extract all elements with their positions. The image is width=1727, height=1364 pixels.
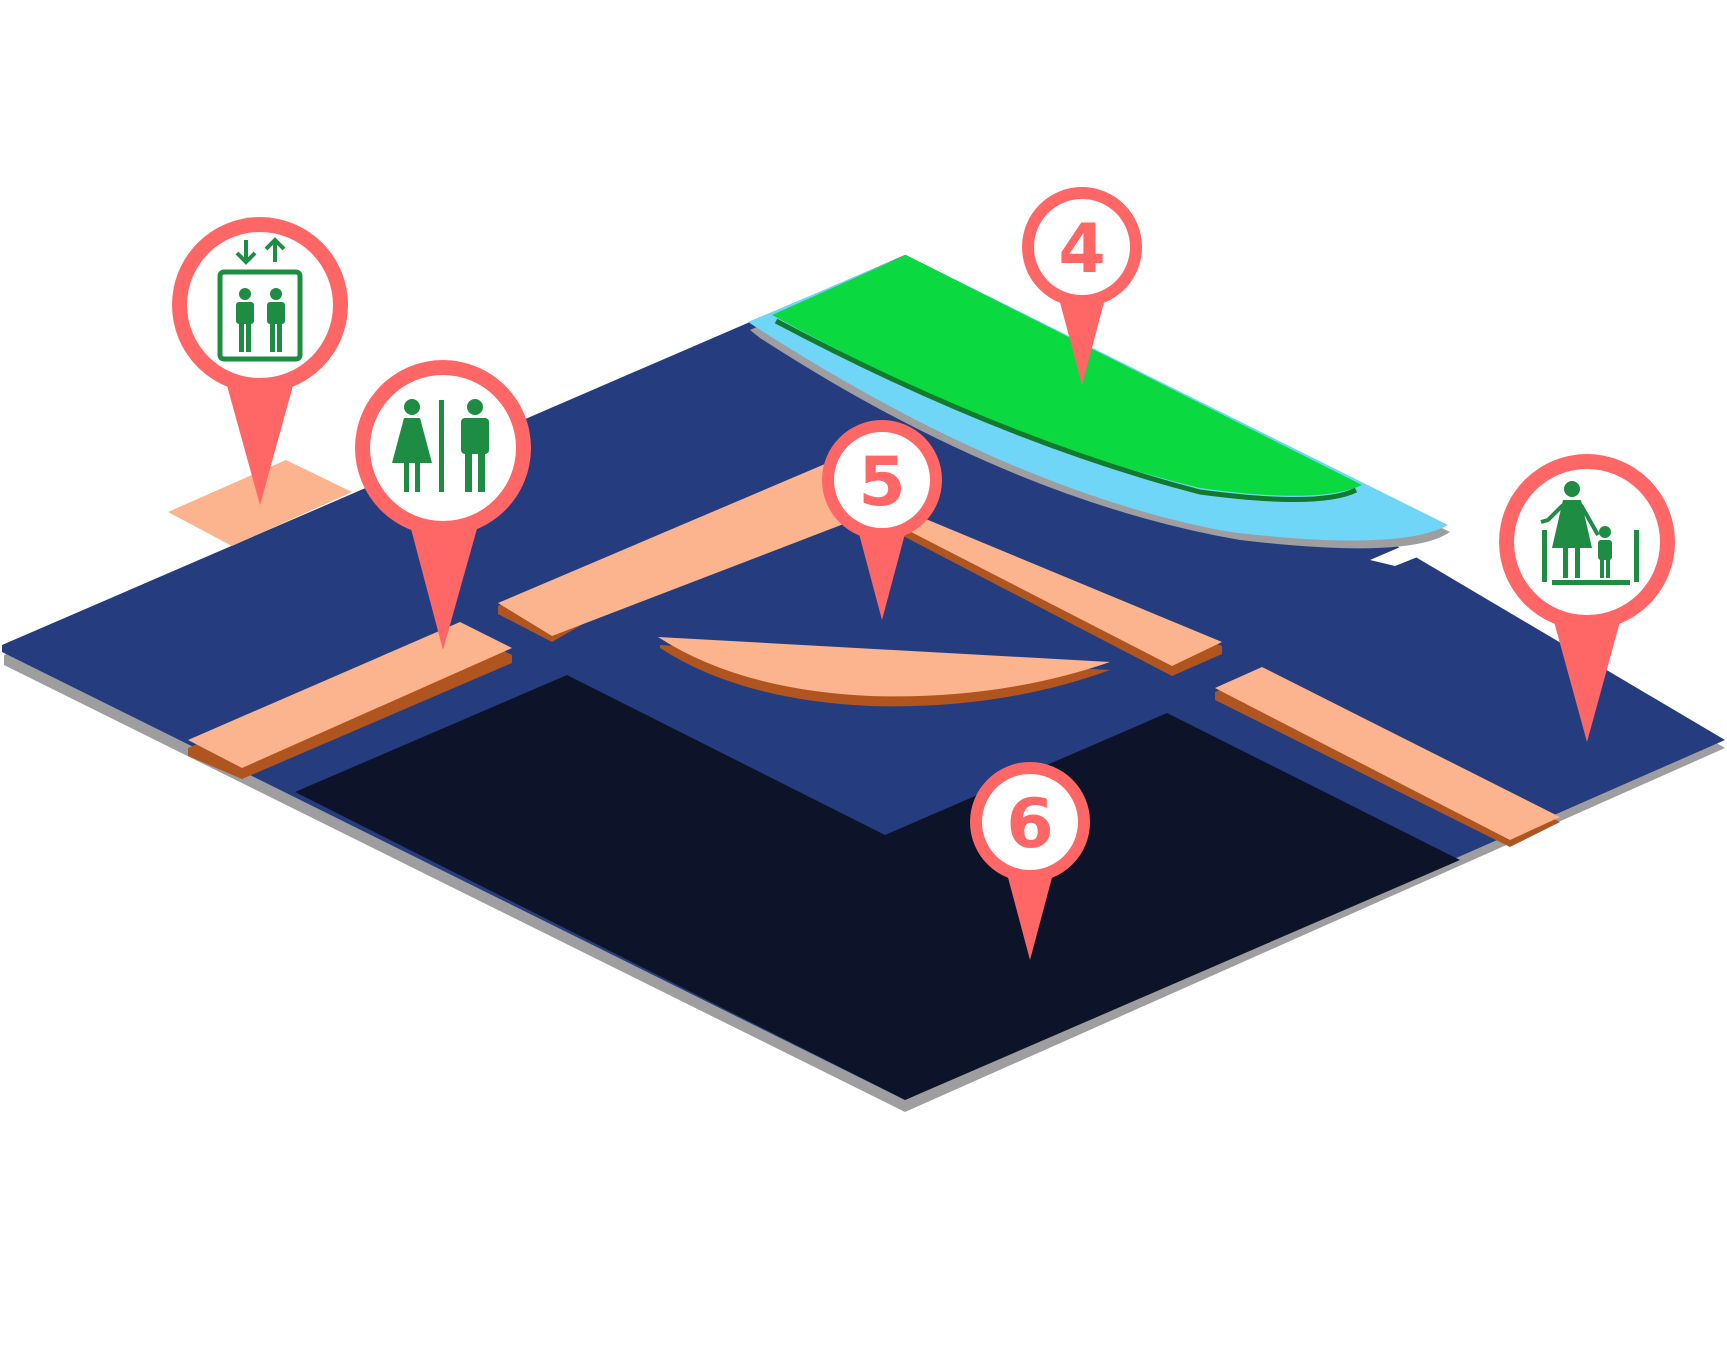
pin-label: 6 [1006,785,1053,864]
pin-5[interactable]: 5 [822,420,942,620]
pin-label: 4 [1058,210,1105,289]
pin-face [834,432,930,528]
pin-pointer [1006,870,1054,960]
pin-pointer [858,530,906,620]
crescent [658,637,1110,697]
pin-face [187,232,333,378]
pin-face [982,774,1078,870]
dark-zone [295,675,1460,1100]
floor-notch [1370,530,1460,566]
family-room-icon [1540,481,1639,585]
pin-pointer [1553,618,1621,742]
walkway-right [880,500,1222,666]
pin-pointer [410,525,478,650]
pin-label: 5 [858,443,905,522]
pin-face [1034,199,1130,295]
walkway-top [498,447,880,636]
walkway-left [188,622,512,768]
pin-restroom[interactable] [355,360,531,650]
green-zone-edge [774,318,1358,503]
pin-pointer [1058,295,1106,385]
walkway-br [1215,667,1560,840]
pin-4[interactable]: 4 [1022,187,1142,385]
restroom-icon [392,399,489,492]
green-zone [772,255,1362,496]
elevator-icon [217,237,303,362]
pin-6[interactable]: 6 [970,762,1090,960]
pin-family-room[interactable] [1499,454,1675,742]
pin-elevator[interactable] [172,217,348,505]
pin-pointer [226,382,294,505]
